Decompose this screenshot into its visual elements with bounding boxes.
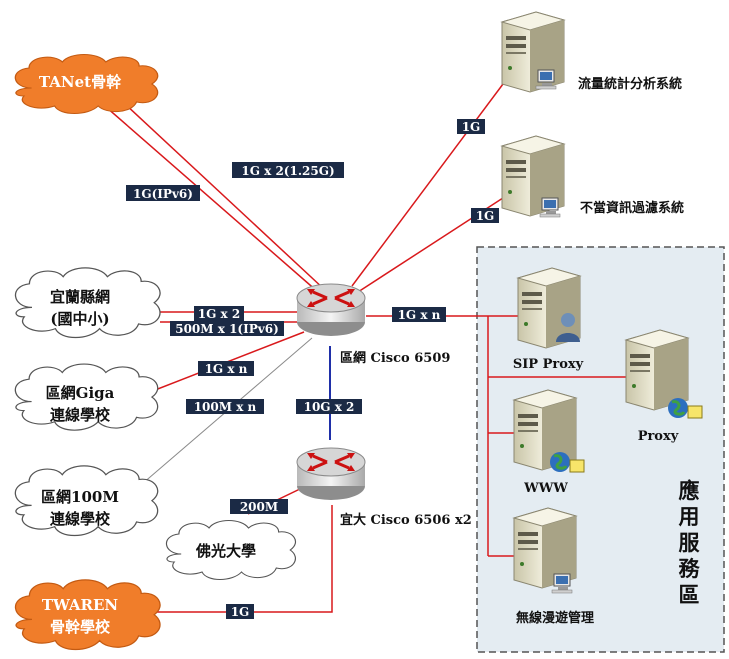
core-router-label: 區網 Cisco 6509 bbox=[340, 350, 450, 366]
label-core-10g: 10G x 2 bbox=[304, 400, 355, 414]
sip-server-label: SIP Proxy bbox=[513, 357, 584, 372]
www-server-label: WWW bbox=[523, 481, 568, 496]
cloud-100m-label-1: 區網100M bbox=[41, 488, 119, 506]
link-tanet-ipv6 bbox=[97, 99, 319, 293]
label-foguang-200m: 200M bbox=[240, 500, 278, 514]
label-100m-xn: 100M x n bbox=[194, 400, 257, 414]
zone-title-char: 服 bbox=[679, 530, 701, 555]
cloud-yilan-label-1: 宜蘭縣網 bbox=[50, 288, 110, 306]
zone-title-char: 用 bbox=[679, 504, 700, 529]
cloud-giga-label-1: 區網Giga bbox=[46, 384, 115, 402]
proxy-server-icon bbox=[625, 329, 703, 419]
label-traffic-1g: 1G bbox=[462, 120, 481, 134]
label-tanet-1g-x2: 1G x 2(1.25G) bbox=[241, 164, 334, 178]
label-app-1g-xn: 1G x n bbox=[398, 308, 441, 322]
cloud-twaren-label-1: TWAREN bbox=[42, 596, 119, 614]
label-tanet-ipv6: 1G(IPv6) bbox=[133, 187, 193, 201]
cloud-twaren-label-2: 骨幹學校 bbox=[50, 618, 111, 636]
wireless-server-label: 無線漫遊管理 bbox=[516, 610, 594, 626]
label-twaren-1g: 1G bbox=[231, 605, 250, 619]
zone-title: 應 用 服 務 區 bbox=[679, 478, 701, 607]
core-router-icon bbox=[295, 282, 367, 338]
campus-router-icon bbox=[295, 446, 367, 502]
traffic-server-icon bbox=[501, 11, 565, 93]
cloud-foguang-label: 佛光大學 bbox=[195, 542, 256, 560]
zone-title-char: 區 bbox=[679, 582, 700, 607]
label-filter-1g: 1G bbox=[476, 209, 495, 223]
sip-server-icon bbox=[517, 267, 581, 349]
cloud-giga-label-2: 連線學校 bbox=[50, 406, 111, 424]
filter-server-label: 不當資訊過濾系統 bbox=[580, 200, 684, 216]
label-yilan-1g-x2: 1G x 2 bbox=[198, 307, 240, 321]
link-tanet-1g-x2 bbox=[109, 89, 326, 291]
cloud-100m-label-2: 連線學校 bbox=[50, 510, 111, 528]
label-giga-1g-xn: 1G x n bbox=[205, 362, 248, 376]
filter-server-icon bbox=[501, 135, 565, 218]
traffic-server-label: 流量統計分析系統 bbox=[578, 76, 682, 92]
wireless-server-icon bbox=[513, 507, 577, 594]
cloud-tanet-label: TANet骨幹 bbox=[39, 73, 122, 91]
link-twaren bbox=[157, 505, 333, 613]
campus-router-label: 宜大 Cisco 6506 x2 bbox=[340, 512, 472, 528]
link-traffic bbox=[351, 79, 507, 287]
label-yilan-500m: 500M x 1(IPv6) bbox=[175, 322, 279, 336]
zone-title-char: 務 bbox=[679, 556, 701, 581]
link-labels: 1G x 2(1.25G) 1G(IPv6) 1G x 2 500M x 1(I… bbox=[126, 119, 499, 619]
www-server-icon bbox=[513, 389, 585, 473]
cloud-twaren bbox=[14, 579, 161, 651]
proxy-server-label: Proxy bbox=[638, 429, 679, 444]
cloud-yilan-label-2: (國中小) bbox=[50, 310, 109, 328]
zone-title-char: 應 bbox=[679, 478, 700, 503]
